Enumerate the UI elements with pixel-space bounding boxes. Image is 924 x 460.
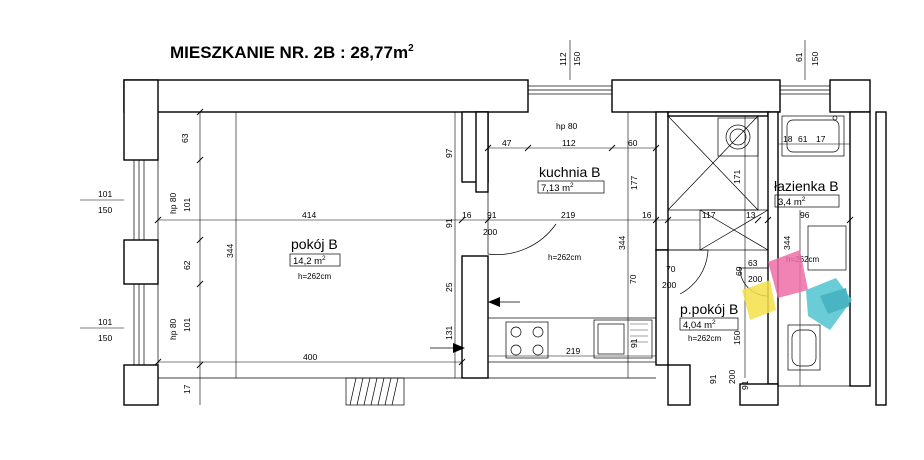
svg-text:117: 117 <box>702 210 716 220</box>
svg-text:101: 101 <box>98 317 112 327</box>
dimension-lines <box>80 40 854 405</box>
svg-text:200: 200 <box>483 227 497 237</box>
svg-text:200: 200 <box>662 280 676 290</box>
svg-text:16: 16 <box>462 210 472 220</box>
svg-text:101: 101 <box>182 318 192 332</box>
svg-text:150: 150 <box>810 52 820 66</box>
svg-text:344: 344 <box>617 236 627 250</box>
shower-and-toilet <box>787 225 847 371</box>
svg-text:200: 200 <box>727 370 737 384</box>
room-area-kitchen: 7,13 m2 <box>541 182 574 194</box>
svg-text:344: 344 <box>782 236 792 250</box>
svg-text:63: 63 <box>748 258 758 268</box>
svg-text:91: 91 <box>708 374 718 384</box>
svg-text:400: 400 <box>303 352 317 362</box>
svg-text:25: 25 <box>444 282 454 292</box>
svg-text:344: 344 <box>225 244 235 258</box>
entry-arrows <box>430 297 520 353</box>
svg-text:17: 17 <box>182 384 192 394</box>
svg-text:150: 150 <box>732 331 742 345</box>
hatched-column <box>345 377 405 406</box>
svg-text:219: 219 <box>561 210 575 220</box>
svg-text:69: 69 <box>734 266 744 276</box>
room-height-hall: h=262cm <box>688 334 721 343</box>
walls <box>123 79 887 406</box>
room-area-living: 14,2 m2 <box>293 255 326 267</box>
svg-text:414: 414 <box>302 210 316 220</box>
room-name-kitchen: kuchnia B <box>539 164 600 180</box>
room-kitchen: kuchnia B 7,13 m2 h=262cm <box>537 164 605 262</box>
svg-text:97: 97 <box>444 148 454 158</box>
svg-text:150: 150 <box>98 333 112 343</box>
watermark-logo <box>742 250 852 330</box>
room-bathroom: łazienka B 3,4 m2 <box>774 178 840 208</box>
label-hp80-top: hp 80 <box>556 121 578 131</box>
svg-text:60: 60 <box>628 138 638 148</box>
svg-text:101: 101 <box>98 189 112 199</box>
plan-title: MIESZKANIE NR. 2B : 28,77m2 <box>170 43 414 62</box>
washing-machine <box>717 117 759 157</box>
dimension-texts: 112 150 61 150 47 112 60 18 61 17 63 97 … <box>98 52 826 394</box>
svg-text:171: 171 <box>732 170 742 184</box>
svg-text:150: 150 <box>572 52 582 66</box>
label-hp80-left2: hp 80 <box>168 318 178 340</box>
svg-text:13: 13 <box>746 210 756 220</box>
room-height-kitchen: h=262cm <box>548 253 581 262</box>
svg-text:91: 91 <box>444 218 454 228</box>
room-area-bathroom: 3,4 m2 <box>778 196 806 208</box>
svg-text:101: 101 <box>182 198 192 212</box>
svg-text:18: 18 <box>783 134 793 144</box>
svg-text:150: 150 <box>98 205 112 215</box>
svg-text:219: 219 <box>566 346 580 356</box>
svg-text:112: 112 <box>562 138 576 148</box>
kitchen-counter <box>487 317 657 363</box>
label-hp80-left1: hp 80 <box>168 192 178 214</box>
svg-text:112: 112 <box>558 52 568 66</box>
room-name-hall: p.pokój B <box>680 301 738 317</box>
svg-text:h=262cm: h=262cm <box>786 255 819 264</box>
svg-text:91: 91 <box>629 338 639 348</box>
room-hall: p.pokój B 4,04 m2 h=262cm <box>679 301 738 343</box>
svg-text:131: 131 <box>444 326 454 340</box>
room-living: pokój B 14,2 m2 h=262cm <box>289 236 341 281</box>
room-area-hall: 4,04 m2 <box>683 319 716 331</box>
svg-text:17: 17 <box>816 134 826 144</box>
svg-text:16: 16 <box>642 210 652 220</box>
svg-text:96: 96 <box>800 210 810 220</box>
svg-text:63: 63 <box>180 133 190 143</box>
svg-text:91: 91 <box>740 380 750 390</box>
svg-text:177: 177 <box>629 176 639 190</box>
svg-text:61: 61 <box>794 52 804 62</box>
room-name-living: pokój B <box>291 236 338 252</box>
svg-text:62: 62 <box>182 260 192 270</box>
bathroom-sink <box>781 115 845 157</box>
svg-text:70: 70 <box>628 274 638 284</box>
svg-text:70: 70 <box>666 264 676 274</box>
room-height-living: h=262cm <box>298 272 331 281</box>
svg-text:200: 200 <box>748 274 762 284</box>
room-name-bathroom: łazienka B <box>774 178 839 194</box>
svg-text:47: 47 <box>502 138 512 148</box>
svg-text:91: 91 <box>487 210 497 220</box>
svg-text:61: 61 <box>798 134 808 144</box>
